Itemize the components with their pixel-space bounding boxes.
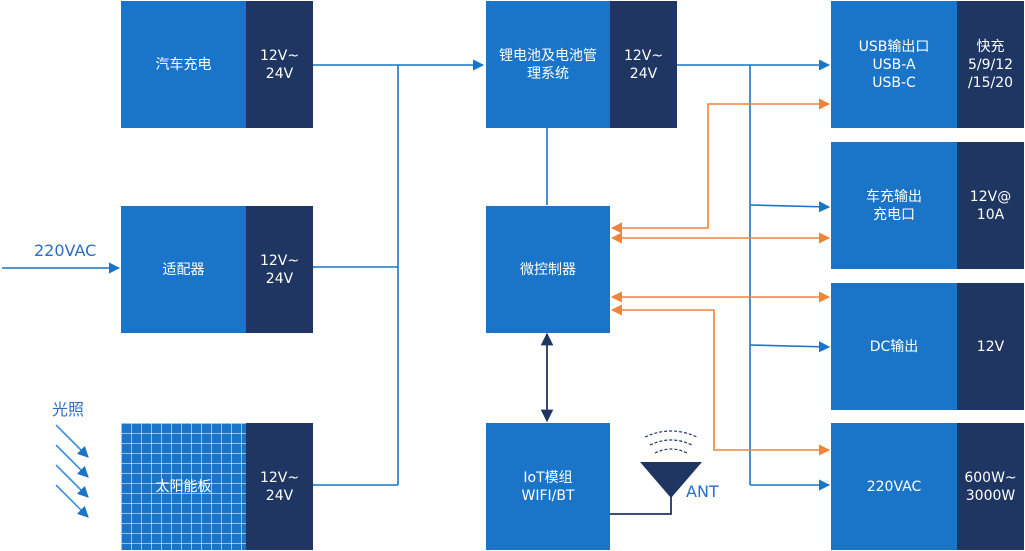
dc-output-spec: 12V bbox=[957, 283, 1024, 410]
car-output-block: 车充输出 充电口 bbox=[831, 142, 957, 269]
battery-bms-block: 锂电池及电池管 理系统 bbox=[486, 1, 610, 128]
adapter-block: 适配器 bbox=[121, 206, 246, 333]
solar-panel-block: 太阳能板 bbox=[121, 423, 246, 550]
input-power-bus bbox=[313, 59, 485, 486]
ac-output-block: 220VAC bbox=[831, 423, 957, 550]
usb-output-spec: 快充 5/9/12 /15/20 bbox=[957, 1, 1024, 128]
usb-output-block: USB输出口 USB-A USB-C bbox=[831, 1, 957, 128]
adapter-spec: 12V~ 24V bbox=[246, 206, 313, 333]
battery-bms-spec: 12V~ 24V bbox=[610, 1, 677, 128]
solar-panel-spec: 12V~ 24V bbox=[246, 423, 313, 550]
sunlight-label: 光照 bbox=[52, 400, 85, 419]
antenna-icon bbox=[610, 430, 702, 515]
car-charge-spec: 12V~ 24V bbox=[246, 1, 313, 128]
output-power-bus bbox=[677, 59, 831, 491]
iot-module-block: IoT模组 WIFI/BT bbox=[486, 423, 610, 550]
dc-output-block: DC输出 bbox=[831, 283, 957, 410]
car-charge-block: 汽车充电 bbox=[121, 1, 246, 128]
antenna-label: ANT bbox=[686, 482, 719, 501]
ac-input-label: 220VAC bbox=[34, 241, 97, 260]
car-output-spec: 12V@ 10A bbox=[957, 142, 1024, 269]
sunlight-rays-icon bbox=[55, 424, 89, 518]
ac-output-spec: 600W~ 3000W bbox=[957, 423, 1024, 550]
control-signals bbox=[610, 98, 831, 456]
microcontroller-block: 微控制器 bbox=[486, 206, 610, 333]
